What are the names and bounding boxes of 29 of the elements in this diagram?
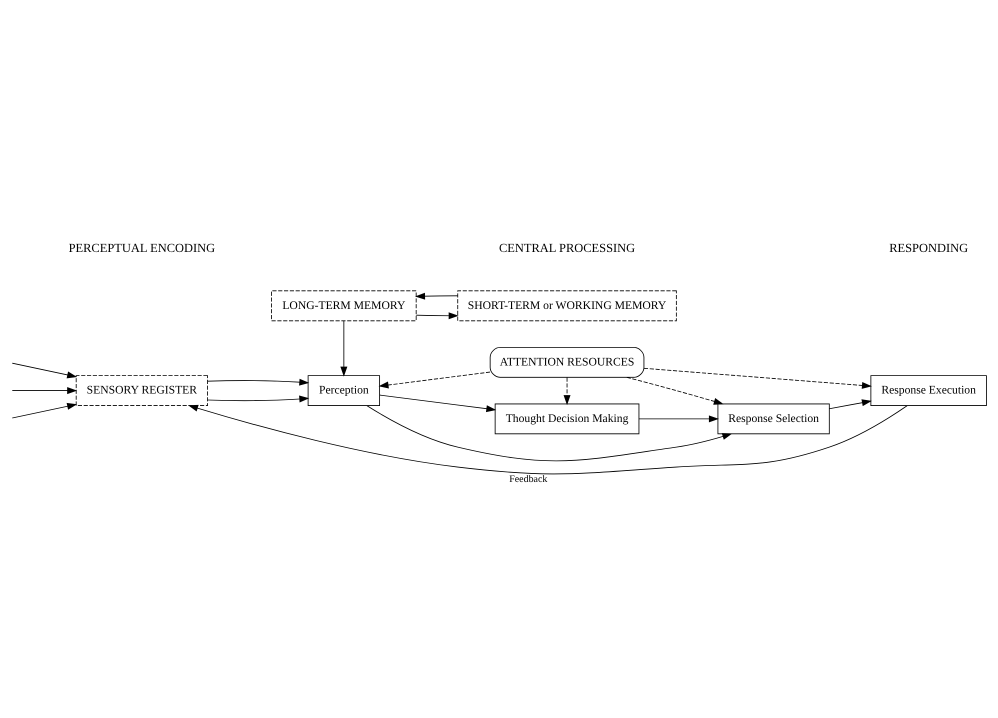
node-box: LONG-TERM MEMORY	[271, 290, 417, 321]
edge-label: Feedback	[509, 473, 548, 484]
arrow	[379, 394, 496, 412]
node-box: SENSORY REGISTER	[76, 374, 208, 406]
arrow	[828, 398, 872, 409]
node-box: Response Selection	[718, 402, 830, 434]
arrow	[207, 395, 310, 402]
arrow	[188, 404, 908, 474]
label: RESPONDING	[889, 240, 968, 255]
arrow	[340, 320, 348, 376]
label: PERCEPTUAL ENCODING	[68, 240, 216, 255]
arrow	[644, 367, 872, 388]
label: CENTRAL PROCESSING	[498, 240, 636, 255]
arrow	[416, 312, 459, 319]
arrow	[12, 402, 78, 418]
arrow	[564, 376, 571, 405]
arrow	[366, 404, 732, 461]
node-box: ATTENTION RESOURCES	[490, 346, 644, 378]
node-box: Response Execution	[870, 374, 987, 406]
arrow	[207, 378, 310, 386]
node-box: Thought Decision Making	[494, 402, 640, 434]
arrow	[415, 292, 458, 300]
arrow	[626, 376, 724, 404]
arrow	[12, 362, 78, 378]
node-box: Perception	[308, 374, 380, 406]
arrow	[378, 371, 490, 388]
node-box: SHORT-TERM or WORKING MEMORY	[457, 290, 677, 321]
arrow	[12, 386, 78, 394]
arrow	[638, 414, 719, 422]
